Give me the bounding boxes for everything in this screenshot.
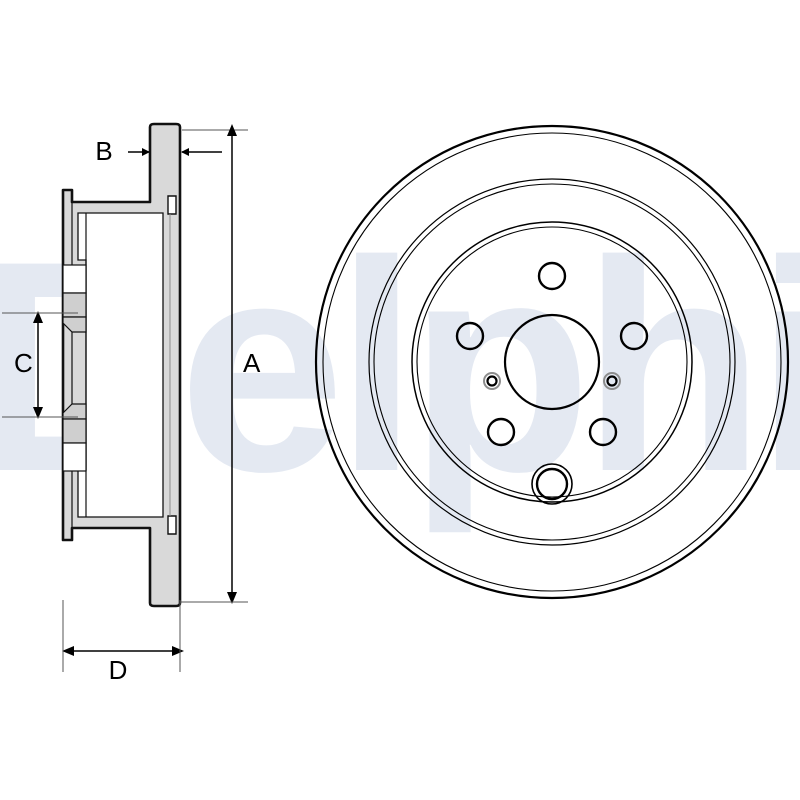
dimension-D-arrowhead-left [62,646,74,656]
section-hat-cavity [77,212,164,518]
bolt-hole-1 [537,261,567,291]
dimension-C [2,311,78,419]
threaded-hole-left-outer [483,372,501,390]
face-centre-bore [503,313,601,411]
dimension-label-B: B [95,136,112,166]
bolt-hole-2 [455,321,485,351]
dimension-D [62,600,184,672]
face-outer-edge-inner [322,132,782,592]
section-view [61,122,182,608]
locating-hole [531,463,573,505]
face-friction-band-outer [368,178,736,546]
dimension-A-arrowhead-bottom [227,592,237,604]
dimension-C-arrowhead-top [33,311,43,323]
threaded-hole-left-inner [486,375,498,387]
threaded-hole-right-inner [606,375,618,387]
section-rim-notches [167,195,177,535]
dimension-D-arrowhead-right [172,646,184,656]
face-hat-outer [411,221,693,503]
bolt-hole-4 [588,417,618,447]
section-centre-bore-band [62,264,87,472]
threaded-hole-right [603,372,621,390]
face-friction-band-outer-2 [373,183,731,541]
dimension-label-D: D [109,655,128,685]
bolt-hole-3 [486,417,516,447]
dimension-A [180,124,248,604]
dimension-B [128,129,248,156]
face-view [314,124,790,600]
dimension-A-arrowhead-top [227,124,237,136]
bolt-hole-5 [619,321,649,351]
face-outer-edge [314,124,790,600]
dimension-label-A: A [243,348,261,378]
threaded-hole-right-outer [603,372,621,390]
face-hat-outer-2 [416,226,688,498]
dimension-label-C: C [14,348,33,378]
threaded-hole-left [483,372,501,390]
dimension-B-arrowhead-left [142,148,150,156]
dimension-C-arrowhead-bottom [33,407,43,419]
locating-hole-outer [531,463,573,505]
locating-hole-inner [535,467,569,501]
dimension-B-arrowhead-right [181,148,189,156]
